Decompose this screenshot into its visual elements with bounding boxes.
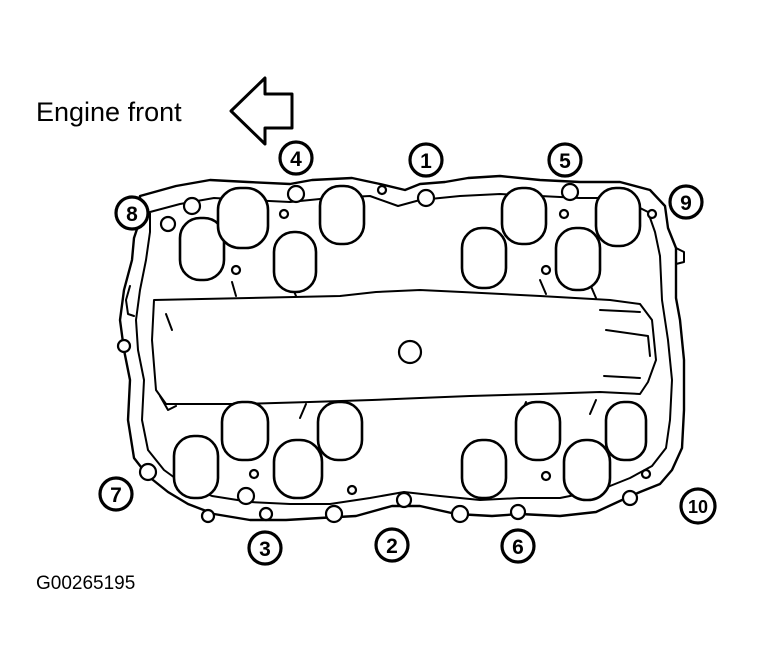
bolt-hole [346, 484, 358, 496]
callout-4: 4 [278, 140, 314, 176]
engine-front-label: Engine front [36, 97, 182, 127]
callout-number: 5 [559, 150, 571, 173]
callout-number: 4 [290, 148, 302, 171]
callout-number: 8 [126, 203, 138, 226]
port [178, 216, 226, 282]
port [604, 400, 648, 462]
bolt-hole [540, 264, 552, 276]
port [272, 230, 318, 294]
bolt-hole [640, 468, 652, 480]
bolt-hole [182, 196, 202, 216]
port [172, 434, 220, 500]
callout-number: 3 [259, 538, 271, 561]
bolt-hole [416, 188, 436, 208]
bolt-hole [258, 506, 274, 522]
port [272, 438, 324, 500]
port [460, 438, 508, 500]
figure-id: G00265195 [36, 573, 135, 594]
bolt-hole [278, 208, 290, 220]
bolt-hole [395, 491, 413, 509]
bolt-hole [159, 215, 177, 233]
callout-number: 2 [386, 535, 398, 558]
bolt-hole [621, 489, 639, 507]
port [220, 400, 270, 462]
callout-badge [374, 527, 410, 563]
bolt-hole [200, 508, 216, 524]
port [216, 186, 270, 250]
callout-9: 9 [668, 184, 704, 220]
port [562, 438, 612, 502]
bolt-hole [286, 184, 306, 204]
bolt-hole [509, 503, 527, 521]
bolt-hole [248, 468, 260, 480]
engine-front-arrow-icon [229, 76, 294, 146]
callout-number: 9 [680, 192, 692, 215]
bolt-hole [558, 208, 570, 220]
lower-intake-ports [172, 400, 648, 502]
callout-badge [500, 528, 536, 564]
callout-number: 6 [512, 536, 524, 559]
callout-badge [408, 142, 444, 178]
bolt-hole [646, 208, 658, 220]
center-hole [397, 339, 423, 365]
callout-badge [247, 530, 283, 566]
callout-2: 2 [374, 527, 410, 563]
center-channel [151, 279, 657, 419]
bolt-hole [560, 182, 580, 202]
callout-badge [98, 476, 134, 512]
callout-7: 7 [98, 476, 134, 512]
callout-1: 1 [408, 142, 444, 178]
callout-10: 10 [679, 487, 717, 525]
bolt-hole [540, 470, 552, 482]
bolt-holes [116, 182, 658, 524]
callout-3: 3 [247, 530, 283, 566]
callout-badge [278, 140, 314, 176]
port [460, 226, 508, 290]
callout-8: 8 [114, 195, 150, 231]
bolt-hole [230, 264, 242, 276]
callout-6: 6 [500, 528, 536, 564]
bolt-hole [236, 486, 256, 506]
port [514, 400, 562, 462]
port [316, 400, 364, 462]
bolt-hole [324, 504, 344, 524]
callout-badge [679, 487, 717, 525]
bolt-hole [116, 338, 132, 354]
port [554, 226, 602, 292]
callout-badge [547, 142, 583, 178]
bolt-hole [376, 184, 388, 196]
port [594, 186, 642, 248]
callout-5: 5 [547, 142, 583, 178]
callout-badge [114, 195, 150, 231]
callout-number: 1 [420, 150, 432, 173]
port [318, 184, 366, 246]
upper-intake-ports [178, 184, 642, 294]
port [500, 186, 548, 246]
callout-number: 10 [688, 497, 708, 517]
callout-badge [668, 184, 704, 220]
callout-number: 7 [110, 484, 122, 507]
bolt-hole [450, 504, 470, 524]
bolt-hole [138, 462, 158, 482]
